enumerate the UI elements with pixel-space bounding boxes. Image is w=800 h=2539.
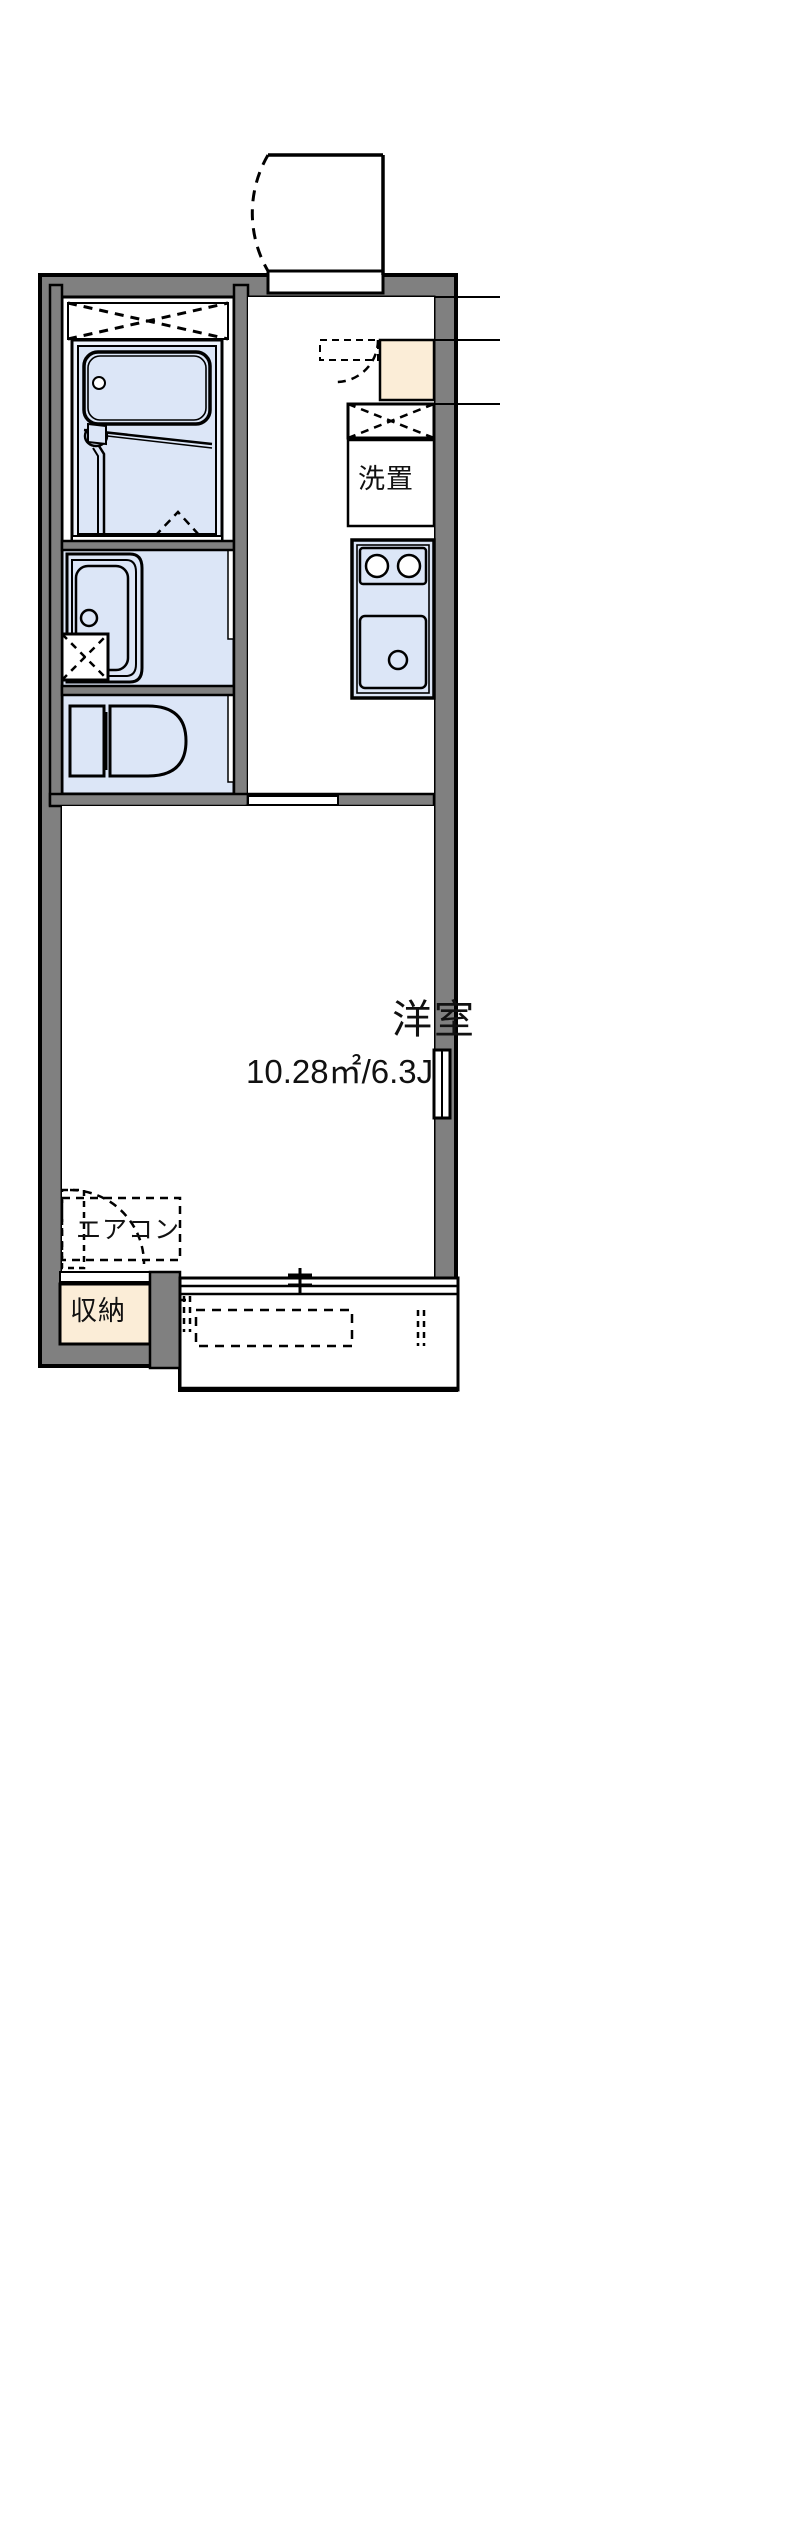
- bath-door-icon[interactable]: [154, 510, 201, 537]
- air-conditioner-label: エアコン: [76, 1216, 181, 1244]
- page-title: 洋室: [392, 998, 476, 1042]
- hall-room-partition: [246, 792, 436, 808]
- main-room: [62, 806, 452, 1278]
- balcony-area: [148, 1268, 460, 1392]
- wet-area-group: [48, 283, 332, 808]
- kitchen-sink-icon: [358, 614, 428, 690]
- kitchen-counter: [350, 538, 436, 700]
- washroom-window-icon: [60, 632, 110, 682]
- entrance-door[interactable]: [250, 153, 385, 295]
- air-conditioner-zone: [60, 1188, 182, 1270]
- plan-guide-lines: [434, 296, 500, 405]
- washer-place-label: 洗置: [358, 464, 414, 494]
- balcony-riser-right-icon: [416, 1310, 426, 1346]
- unit-bath-room: [60, 295, 236, 549]
- room-window-icon: [432, 1048, 452, 1120]
- storage-label: 収納: [70, 1296, 126, 1326]
- entry-and-kitchen-area: [243, 153, 500, 901]
- washing-machine-space: [346, 402, 436, 528]
- two-burner-stove-icon: [358, 546, 428, 586]
- shower-fixture-icon: [83, 422, 109, 536]
- toilet-icon: [68, 704, 188, 778]
- shoe-box-door-icon[interactable]: [319, 339, 380, 384]
- balcony-riser-icon: [180, 1296, 192, 1332]
- main-room-area-label: 10.28㎡/6.3J: [246, 1053, 434, 1090]
- bathtub-icon: [82, 350, 212, 426]
- shoe-box: [378, 338, 436, 402]
- balcony-sliding-door-icon[interactable]: [180, 1268, 458, 1296]
- bath-window-icon: [67, 301, 229, 341]
